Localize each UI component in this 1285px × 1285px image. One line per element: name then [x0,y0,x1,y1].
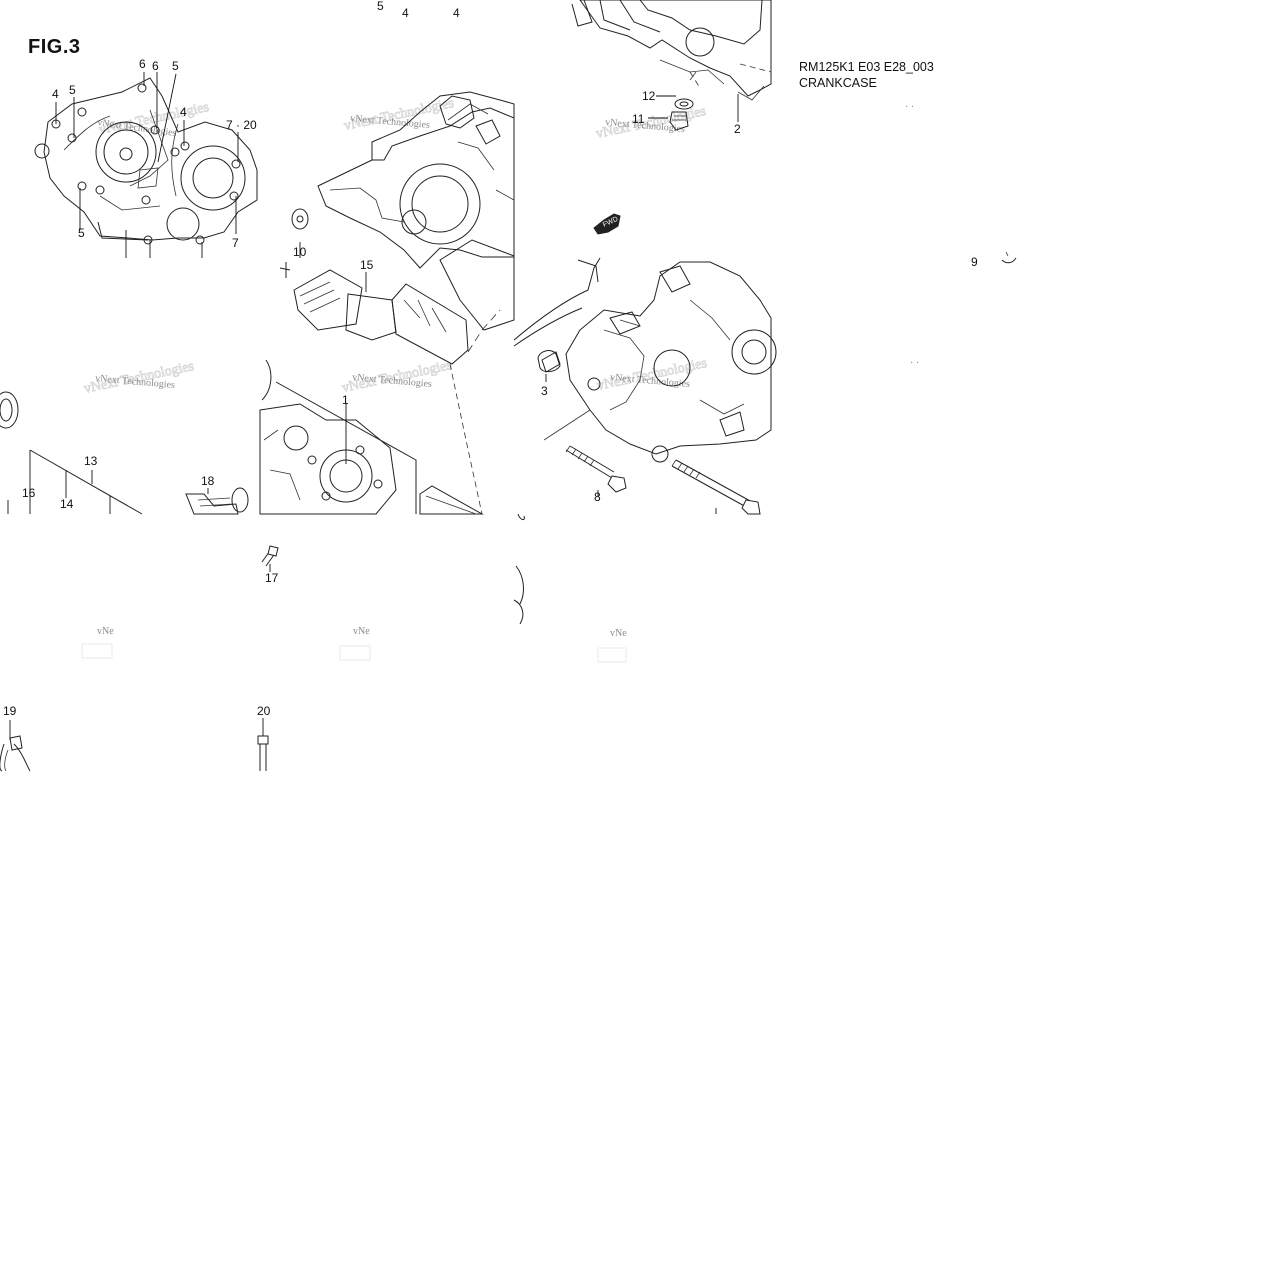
callout-label: 1 [342,393,349,407]
callout-label: 8 [594,490,601,504]
callout-label: 4 [402,6,409,20]
crankcase-reed-valve-view [279,91,515,365]
right-crankcase-top-view: FWD [571,0,772,235]
callout-label: 5 [377,0,384,13]
callout-label: 12 [642,89,656,103]
figure-title: FIG.3 [28,36,81,58]
callout-label: 5 [69,83,76,97]
callout-label: 5 [78,226,85,240]
bolt-20 [257,718,269,771]
callout-label: 16 [22,486,36,500]
callout-label: 6 [152,59,159,73]
watermark-dot: · · [905,102,914,113]
oil-seal-set [0,391,249,515]
left-crankcase-half [34,72,258,258]
bolt-17 [261,545,279,572]
watermark-fragment: vNe [610,628,627,639]
part-9-fragment: · · · · [905,102,1017,369]
callout-label: 19 [3,704,17,718]
callout-label: 15 [360,258,374,272]
watermark-ghost-box [81,643,113,659]
callout-label: 20 [257,704,271,718]
callout-label: 4 [180,105,187,119]
watermark-ghost-box [597,647,627,663]
callout-label: 13 [84,454,98,468]
callout-label: 4 [453,6,460,20]
callout-label: 3 [541,384,548,398]
callout-label: 10 [293,245,307,259]
watermark-fragment: vNe [353,626,370,637]
callout-label: 7 [232,236,239,250]
watermark-layer: vNext Technologies vNext Technologies vN… [81,96,709,663]
watermark-fragment: vNe [97,626,114,637]
callout-label: 2 [734,122,741,136]
callout-label: 9 [971,255,978,269]
figure-info: RM125K1 E03 E28_003 CRANKCASE [799,59,934,91]
right-crankcase-half [513,257,777,515]
callout-label: 6 [139,57,146,71]
callout-label: 18 [201,474,215,488]
section-name: CRANKCASE [799,76,877,90]
callout-label: 5 [172,59,179,73]
callout-label: 4 [52,87,59,101]
fwd-arrow-icon: FWD [593,213,621,235]
callout-label: 11 [632,112,645,126]
callout-label: 17 [265,571,279,585]
callout-label: 14 [60,497,74,511]
callout-labels: 5 4 4 6 6 5 4 5 4 7 · 20 5 7 12 11 2 10 … [3,0,978,718]
watermark-ghost-box [339,645,371,661]
hose-clamp-19 [0,720,31,772]
watermark-dot: · · [910,358,919,369]
cylinder-gasket-view [259,359,484,515]
callout-label: 7 · 20 [226,118,257,132]
model-code: RM125K1 E03 E28_003 [799,60,934,74]
seal-fragment [513,513,525,625]
